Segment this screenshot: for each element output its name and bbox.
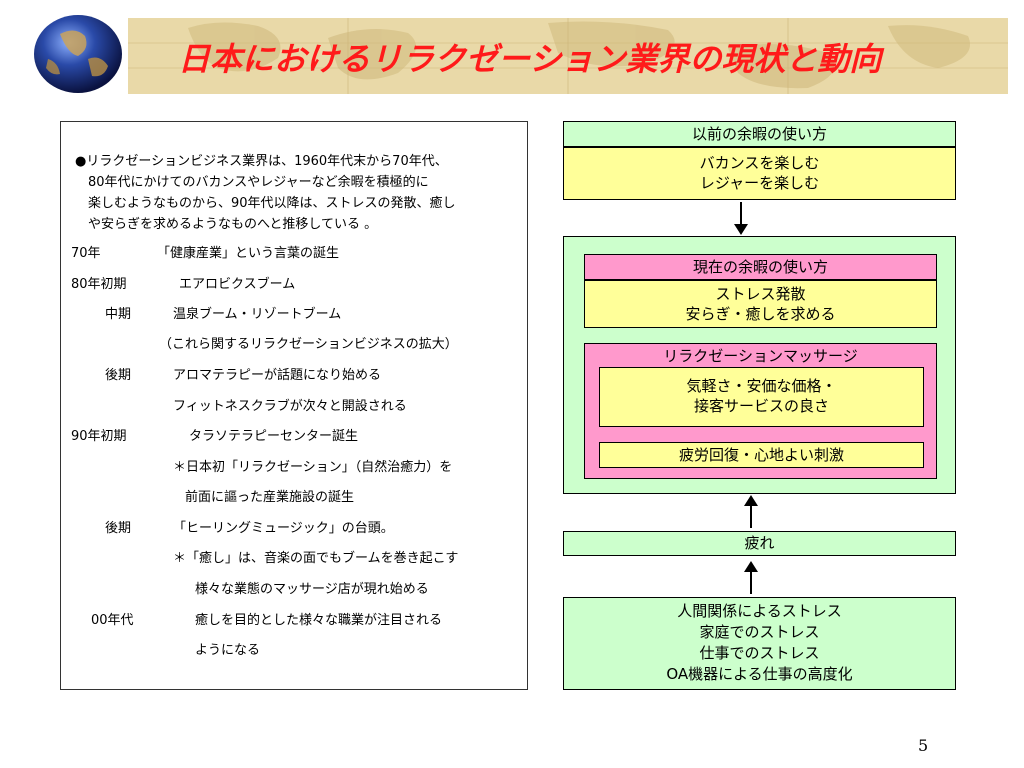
intro-line: 楽しむようなものから、90年代以降は、ストレスの発散、癒し <box>88 196 456 211</box>
intro-line: や安らぎを求めるようなものへと推移している 。 <box>88 217 378 232</box>
current-leisure-title: 現在の余暇の使い方 <box>584 254 937 280</box>
timeline-text: 様々な業態のマッサージ店が現れ始める <box>195 582 429 597</box>
current-leisure-box: ストレス発散 安らぎ・癒しを求める <box>584 280 937 328</box>
timeline-period: 00年代 <box>91 613 134 628</box>
past-leisure-title: 以前の余暇の使い方 <box>563 121 956 147</box>
timeline-text: アロマテラピーが話題になり始める <box>173 368 382 383</box>
arrow-down-icon <box>734 202 748 235</box>
timeline-text: ＊「癒し」は、音楽の面でもブームを巻き起こす <box>173 551 459 566</box>
past-leisure-box: バカンスを楽しむ レジャーを楽しむ <box>563 147 956 200</box>
timeline-text: 「ヒーリングミュージック」の台頭。 <box>173 521 394 536</box>
timeline-period: 後期 <box>105 521 132 536</box>
stress-cause-line: 家庭でのストレス <box>699 623 820 641</box>
page-title: 日本におけるリラクゼーション業界の現状と動向 <box>178 40 882 78</box>
timeline-text: 「健康産業」という言葉の誕生 <box>157 246 340 261</box>
timeline-text: ＊日本初「リラクゼーション」（自然治癒力）を <box>173 460 453 475</box>
timeline-text: ようになる <box>195 643 261 658</box>
timeline-text: （これら関するリラクゼーションビジネスの拡大） <box>159 337 458 352</box>
stress-causes-box: 人間関係によるストレス 家庭でのストレス 仕事でのストレス OA機器による仕事の… <box>563 597 956 690</box>
current-leisure-line: 安らぎ・癒しを求める <box>685 305 836 323</box>
timeline-period: 70年 <box>71 246 101 261</box>
stress-cause-line: OA機器による仕事の高度化 <box>666 665 853 683</box>
header: 日本におけるリラクゼーション業界の現状と動向 <box>0 0 1024 96</box>
timeline-period: 80年初期 <box>71 277 127 292</box>
timeline-text: 温泉ブーム・リゾートブーム <box>173 307 342 322</box>
timeline-text: 前面に謳った産業施設の誕生 <box>185 490 355 505</box>
history-text-box: ●リラクゼーションビジネス業界は、1960年代末から70年代、 80年代にかけて… <box>60 121 528 690</box>
fatigue-box: 疲れ <box>563 531 956 556</box>
intro-line: ●リラクゼーションビジネス業界は、1960年代末から70年代、 <box>75 154 448 169</box>
intro-line: 80年代にかけてのバカンスやレジャーなど余暇を積極的に <box>88 175 429 190</box>
massage-merit-line: 接客サービスの良さ <box>693 397 829 415</box>
massage-merits-box: 気軽さ・安価な価格・ 接客サービスの良さ <box>599 367 924 427</box>
timeline-period: 後期 <box>105 368 132 383</box>
timeline-period: 90年初期 <box>71 429 127 444</box>
massage-merit-line: 気軽さ・安価な価格・ <box>686 377 837 395</box>
current-leisure-line: ストレス発散 <box>715 285 806 303</box>
massage-effect-box: 疲労回復・心地よい刺激 <box>599 442 924 468</box>
timeline-text: エアロビクスブーム <box>179 277 296 292</box>
massage-title: リラクゼーションマッサージ <box>663 347 858 365</box>
timeline-text: 癒しを目的とした様々な職業が注目される <box>195 613 443 628</box>
arrow-up-icon <box>744 561 758 594</box>
stress-cause-line: 人間関係によるストレス <box>677 602 842 620</box>
timeline-period: 中期 <box>105 307 132 322</box>
timeline-text: タラソテラピーセンター誕生 <box>189 429 359 444</box>
globe-icon <box>34 15 122 93</box>
page-number: 5 <box>918 736 929 755</box>
arrow-up-icon <box>744 495 758 528</box>
world-map-banner <box>128 18 1008 94</box>
past-leisure-line: バカンスを楽しむ <box>699 154 820 172</box>
past-leisure-line: レジャーを楽しむ <box>699 174 820 192</box>
timeline-text: フィットネスクラブが次々と開設される <box>173 399 407 414</box>
stress-cause-line: 仕事でのストレス <box>699 644 820 662</box>
